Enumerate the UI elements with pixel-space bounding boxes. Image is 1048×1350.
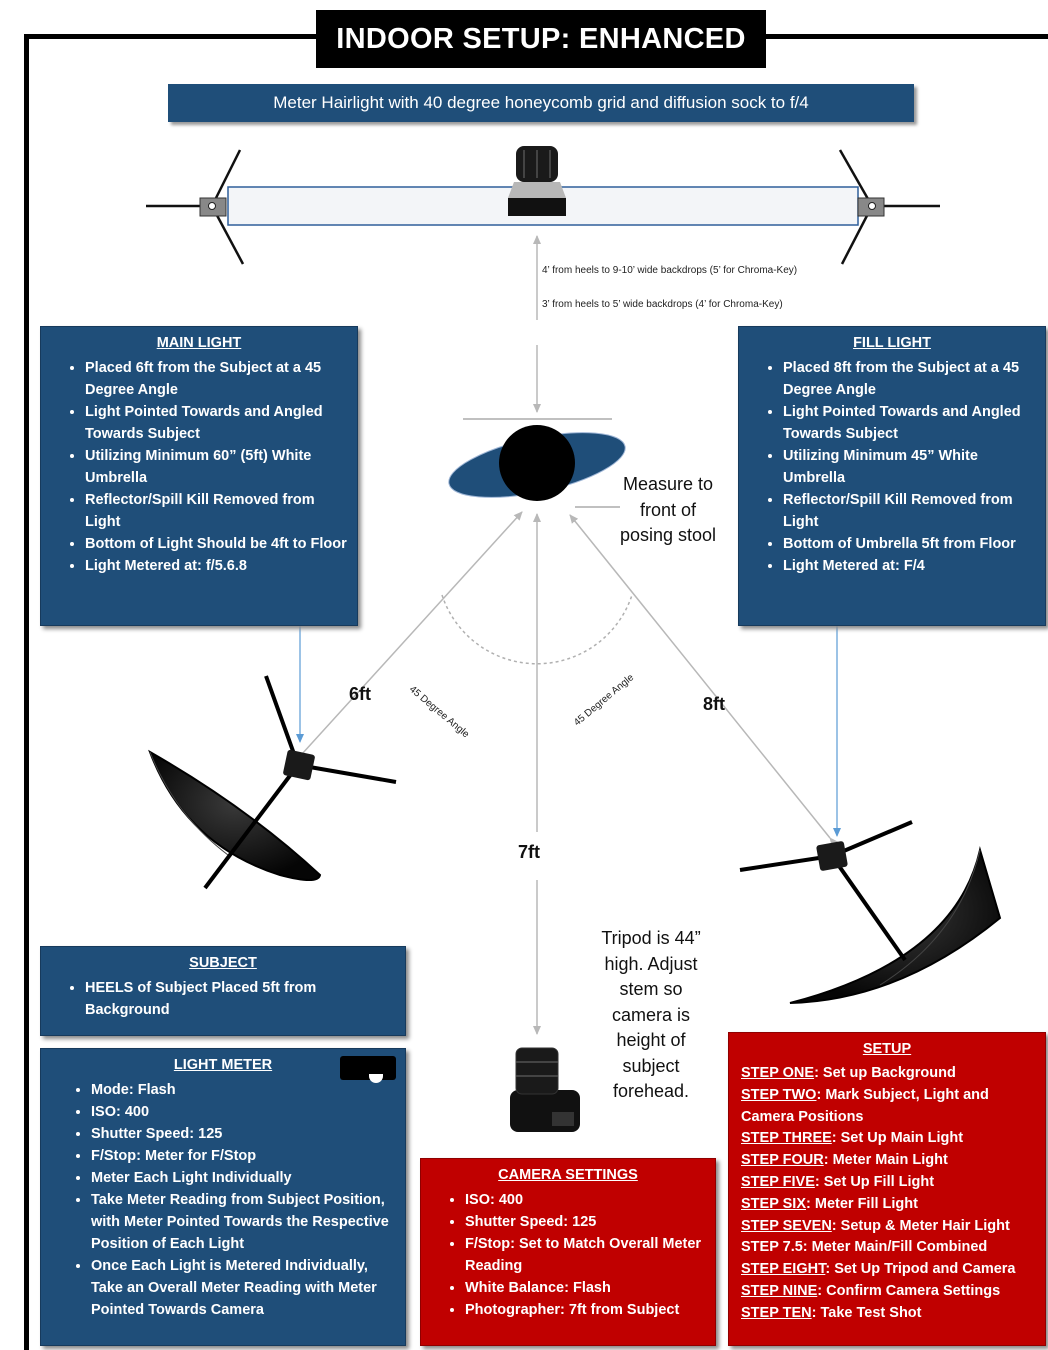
setup-step: STEP EIGHT: Set Up Tripod and Camera (741, 1261, 1016, 1278)
setup-step: STEP TWO: Mark Subject, Light and Camera… (741, 1086, 989, 1125)
list-item: Take Meter Reading from Subject Position… (91, 1189, 395, 1255)
main-umbrella-icon (148, 675, 397, 890)
backdrop-note-wide: 4’ from heels to 9-10’ wide backdrops (5… (542, 265, 798, 276)
main-light-list: Placed 6ft from the Subject at a 45 Degr… (41, 357, 357, 577)
light-meter-heading: LIGHT METER (173, 1057, 273, 1073)
light-meter-icon-dot (369, 1074, 383, 1083)
list-item: Mode: Flash (91, 1079, 395, 1101)
camera-settings-heading: CAMERA SETTINGS (498, 1167, 638, 1183)
tripod-note: Tripod is 44” high. Adjust stem so camer… (601, 928, 701, 1101)
camera-settings-panel: CAMERA SETTINGS ISO: 400 Shutter Speed: … (420, 1158, 716, 1346)
subject-panel: SUBJECT HEELS of Subject Placed 5ft from… (40, 946, 406, 1036)
setup-heading: SETUP (862, 1041, 912, 1057)
list-item: Shutter Speed: 125 (91, 1123, 395, 1145)
setup-step: STEP FOUR: Meter Main Light (741, 1152, 948, 1169)
left-stand-icon (146, 149, 245, 265)
hairlight-note: Meter Hairlight with 40 degree honeycomb… (168, 84, 914, 122)
setup-panel: SETUP STEP ONE: Set up Background STEP T… (728, 1032, 1046, 1346)
setup-step: STEP ONE: Set up Background (741, 1065, 956, 1081)
camera-settings-list: ISO: 400 Shutter Speed: 125 F/Stop: Set … (421, 1189, 715, 1321)
list-item: Once Each Light is Metered Individually,… (91, 1255, 395, 1321)
camera-icon (510, 1047, 580, 1132)
camera-distance-label: 7ft (518, 842, 540, 862)
list-item: F/Stop: Set to Match Overall Meter Readi… (465, 1233, 705, 1277)
list-item: Light Pointed Towards and Angled Towards… (783, 401, 1035, 445)
list-item: Utilizing Minimum 45” White Umbrella (783, 445, 1035, 489)
list-item: Utilizing Minimum 60” (5ft) White Umbrel… (85, 445, 347, 489)
setup-step: STEP TEN: Take Test Shot (741, 1304, 922, 1321)
measure-note: Measure to front of posing stool (619, 474, 717, 545)
frame-left-border (24, 34, 29, 1350)
fill-light-panel: FILL LIGHT Placed 8ft from the Subject a… (738, 326, 1046, 626)
list-item: Reflector/Spill Kill Removed from Light (85, 489, 347, 533)
subject-heading: SUBJECT (189, 955, 257, 971)
list-item: Light Metered at: f/5.6.8 (85, 555, 347, 577)
fill-light-list: Placed 8ft from the Subject at a 45 Degr… (739, 357, 1045, 577)
list-item: ISO: 400 (465, 1189, 705, 1211)
setup-step: STEP SEVEN: Setup & Meter Hair Light (741, 1217, 1010, 1234)
subject-marker (448, 345, 626, 508)
angle-arc (441, 594, 633, 665)
fill-light-heading: FILL LIGHT (853, 335, 931, 351)
setup-step: STEP THREE: Set Up Main Light (741, 1130, 964, 1147)
main-distance-label: 6ft (349, 684, 371, 704)
list-item: Light Metered at: F/4 (783, 555, 1035, 577)
list-item: Bottom of Light Should be 4ft to Floor (85, 533, 347, 555)
right-stand-icon (838, 149, 940, 265)
hair-light-icon (508, 146, 566, 216)
list-item: Placed 6ft from the Subject at a 45 Degr… (85, 357, 347, 401)
list-item: White Balance: Flash (465, 1277, 705, 1299)
light-meter-list: Mode: Flash ISO: 400 Shutter Speed: 125 … (41, 1079, 405, 1321)
page-title: INDOOR SETUP: ENHANCED (316, 10, 766, 68)
list-item: F/Stop: Meter for F/Stop (91, 1145, 395, 1167)
backdrop-note-narrow: 3’ from heels to 5’ wide backdrops (4’ f… (542, 299, 783, 310)
subject-list: HEELS of Subject Placed 5ft from Backgro… (41, 977, 405, 1021)
light-meter-icon (340, 1056, 396, 1080)
list-item: Meter Each Light Individually (91, 1167, 395, 1189)
setup-steps: STEP ONE: Set up Background STEP TWO: Ma… (729, 1063, 1045, 1325)
fill-umbrella-icon (739, 820, 1002, 1004)
list-item: HEELS of Subject Placed 5ft from Backgro… (85, 977, 395, 1021)
list-item: Placed 8ft from the Subject at a 45 Degr… (783, 357, 1035, 401)
list-item: Shutter Speed: 125 (465, 1211, 705, 1233)
main-light-line (293, 511, 523, 763)
list-item: Photographer: 7ft from Subject (465, 1299, 705, 1321)
list-item: ISO: 400 (91, 1101, 395, 1123)
light-meter-panel: LIGHT METER Mode: Flash ISO: 400 Shutter… (40, 1048, 406, 1346)
list-item: Reflector/Spill Kill Removed from Light (783, 489, 1035, 533)
main-light-heading: MAIN LIGHT (156, 335, 242, 351)
setup-step: STEP SIX: Meter Fill Light (741, 1195, 918, 1212)
backdrop-stand (146, 146, 940, 265)
setup-step: STEP FIVE: Set Up Fill Light (741, 1173, 935, 1190)
setup-step: STEP NINE: Confirm Camera Settings (741, 1282, 1001, 1299)
main-light-panel: MAIN LIGHT Placed 6ft from the Subject a… (40, 326, 358, 626)
setup-step: STEP 7.5: Meter Main/Fill Combined (741, 1239, 988, 1256)
fill-distance-label: 8ft (703, 694, 725, 714)
subject-head (499, 425, 575, 501)
list-item: Light Pointed Towards and Angled Towards… (85, 401, 347, 445)
fill-light-line (569, 514, 839, 847)
list-item: Bottom of Umbrella 5ft from Floor (783, 533, 1035, 555)
